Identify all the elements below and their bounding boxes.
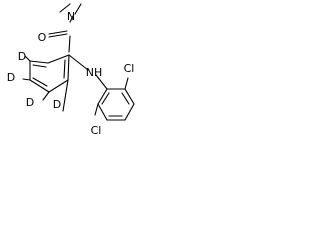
carbonyl-oxygen-label: O xyxy=(38,31,47,44)
amine-nh-label: NH xyxy=(86,66,103,79)
chemical-structure-diagram: N O D D D D NH Cl Cl xyxy=(7,3,135,137)
deuterium-bonds xyxy=(22,55,69,112)
chlorine-bonds xyxy=(94,77,129,116)
amine-linker-bonds xyxy=(68,54,108,90)
deuterated-benzene-ring xyxy=(29,54,70,93)
deuterium-label-1: D xyxy=(18,50,26,63)
amide-nitrogen-label: N xyxy=(67,10,75,23)
dimethylamide-bonds xyxy=(48,3,82,53)
dichlorophenyl-ring xyxy=(97,88,135,121)
deuterium-label-2: D xyxy=(7,71,15,84)
chlorine-bottom-label: Cl xyxy=(91,124,102,137)
chlorine-top-label: Cl xyxy=(124,62,135,75)
deuterium-label-3: D xyxy=(26,96,34,109)
deuterium-label-4: D xyxy=(53,98,61,111)
